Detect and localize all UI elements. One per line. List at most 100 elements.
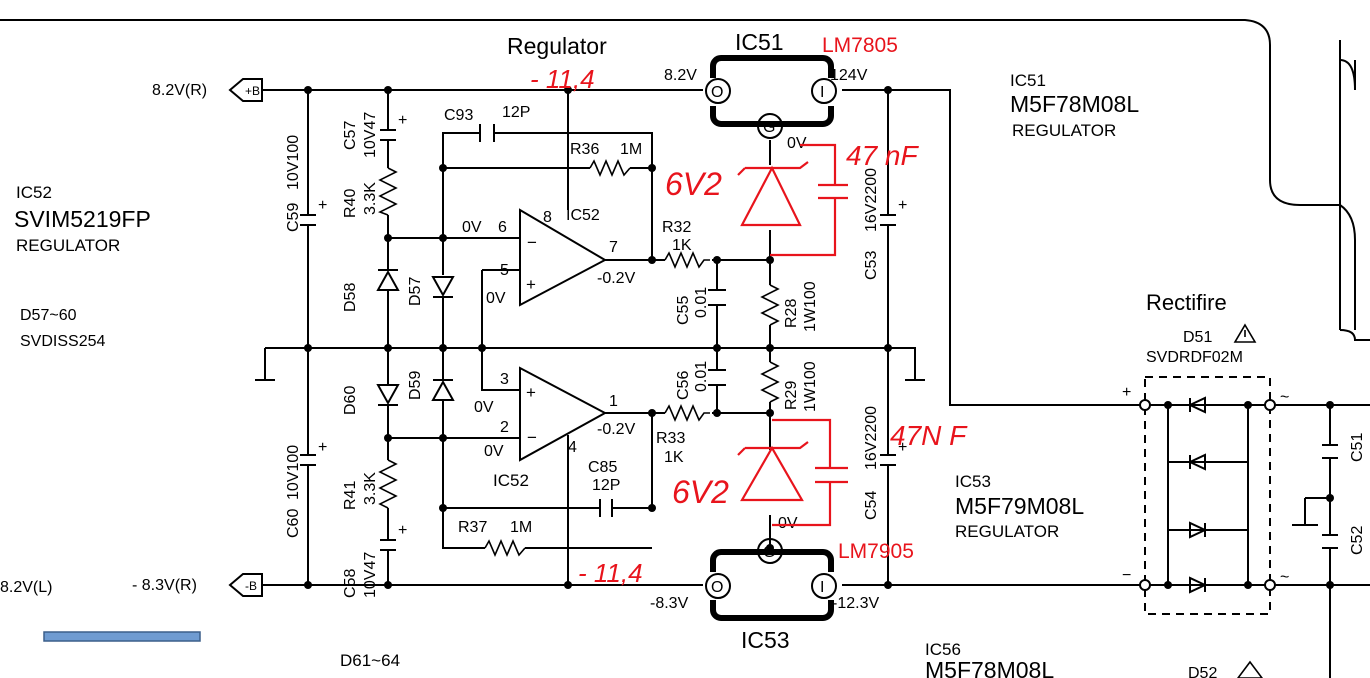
ic51-in-voltage: 124V <box>830 67 868 84</box>
c54-label: C54 <box>863 491 880 520</box>
svg-text:+: + <box>318 439 327 456</box>
red-cap-top-sketch <box>770 143 848 257</box>
r36-resistor <box>589 158 631 178</box>
d51-label: D51 <box>1183 329 1212 346</box>
pin4-label: 4 <box>568 439 577 456</box>
pin7-label: 7 <box>609 239 618 256</box>
r41-value: 3.3K <box>362 472 379 505</box>
frame-top-wire <box>0 19 1340 206</box>
bridge-diode-1 <box>1187 396 1206 414</box>
r37-resistor <box>484 538 526 558</box>
d60-diode <box>376 384 400 406</box>
c57-label: C57 <box>342 121 359 150</box>
ic51-body <box>703 55 842 139</box>
right-ground <box>1292 497 1330 526</box>
c51-capacitor <box>1322 444 1338 459</box>
c93-feedback <box>442 132 653 260</box>
ov-d-label: 0V <box>484 443 504 460</box>
c53-value: 16V2200 <box>863 168 880 232</box>
red-zener-top-sketch <box>737 161 809 227</box>
d58-diode <box>376 269 400 291</box>
c56-label: C56 <box>675 371 692 400</box>
r28-label: R28 <box>783 299 800 328</box>
c54-capacitor: + <box>880 439 907 466</box>
c93-capacitor <box>479 124 495 142</box>
ic51-part: M5F78M08L <box>1010 91 1139 117</box>
svg-text:−: − <box>527 428 537 447</box>
ov-a-label: 0V <box>462 219 482 236</box>
ic51-pin-in-label: I <box>820 84 824 101</box>
rectifier-rails <box>1140 404 1290 586</box>
rect-ac1: ~ <box>1280 389 1289 406</box>
c57-capacitor: + <box>380 112 407 141</box>
r37-label: R37 <box>458 519 487 536</box>
v83r-label: - 8.3V(R) <box>132 577 197 594</box>
c53-label: C53 <box>863 251 880 280</box>
svg-text:+: + <box>318 197 327 214</box>
ic51-out-voltage: 8.2V <box>664 67 697 84</box>
ic52-unit-label: IC52 <box>566 207 600 224</box>
svg-text:−: − <box>527 233 537 252</box>
pin6-label: 6 <box>498 219 507 236</box>
ic53-pin-in-label: I <box>820 579 824 596</box>
pin8-label: 8 <box>543 209 552 226</box>
c60-capacitor: + <box>300 439 327 466</box>
ic51-pin-gnd-label: G <box>763 119 775 136</box>
c55-label: C55 <box>675 296 692 325</box>
c59-value: 10V100 <box>285 135 302 190</box>
d59-diode <box>431 379 455 401</box>
v82l-label: 8.2V(L) <box>0 579 52 596</box>
warning-icon <box>1233 323 1257 343</box>
ic51-pin-gnd <box>757 113 783 139</box>
ic51-pin-out <box>705 78 731 104</box>
rect-minus: − <box>1122 567 1131 584</box>
c52-capacitor <box>1322 534 1338 549</box>
warning-icon-d52 <box>1237 660 1263 678</box>
c53-capacitor: + <box>880 197 907 226</box>
c51-label: C51 <box>1349 433 1366 462</box>
ic51-desc: REGULATOR <box>1012 121 1116 140</box>
ic52-desc: REGULATOR <box>16 236 120 255</box>
d52-label: D52 <box>1188 665 1217 678</box>
d51-part: SVDRDF02M <box>1146 349 1243 366</box>
rectifier-columns <box>1167 405 1249 585</box>
r41-resistor <box>378 459 398 509</box>
bridge-diode-3 <box>1189 521 1208 539</box>
r28-value: 1W100 <box>802 281 819 332</box>
d57-label: D57 <box>407 277 424 306</box>
annotation-cap-bottom: 47N F <box>890 420 968 451</box>
svg-text:+: + <box>898 439 907 456</box>
d51-bridge <box>1139 376 1276 615</box>
vout-top-label: -0.2V <box>597 270 636 287</box>
c55-value: 0.01 <box>693 287 710 318</box>
r33-label: R33 <box>656 430 685 447</box>
d57-diode <box>431 276 455 298</box>
c56-capacitor <box>708 369 726 386</box>
junctions <box>304 86 1334 589</box>
svg-text:+: + <box>526 383 536 402</box>
ov-b-label: 0V <box>486 290 506 307</box>
r36-label: R36 <box>570 141 599 158</box>
ic53-bottom-label: IC53 <box>741 627 790 653</box>
ic56-part: M5F78M08L <box>925 657 1054 678</box>
c54-value: 16V2200 <box>863 406 880 470</box>
ic51-gnd-voltage: 0V <box>787 135 807 152</box>
c59-capacitor: + <box>300 197 327 226</box>
d57-60-label: D57~60 <box>20 307 77 324</box>
c56-value: 0.01 <box>693 361 710 392</box>
plus-b-label: +B <box>245 84 260 98</box>
r29-resistor <box>760 361 780 403</box>
rectifier-cross <box>1168 461 1248 531</box>
c59-label: C59 <box>285 203 302 232</box>
bridge-diode-4 <box>1189 576 1208 594</box>
terminal-minus-b <box>228 573 263 597</box>
opamp-top: − + <box>519 208 608 307</box>
ic56-name: IC56 <box>925 640 961 659</box>
r36-value: 1M <box>620 141 642 158</box>
red-annotations: LM7805 LM7905 - 11,4 - 11,4 6V2 6V2 47 n… <box>530 34 968 588</box>
r33-value: 1K <box>664 449 684 466</box>
ground-right-stub <box>890 347 916 380</box>
c57-value: 10V47 <box>362 112 379 158</box>
annotation-zener-bottom: 6V2 <box>672 474 729 510</box>
